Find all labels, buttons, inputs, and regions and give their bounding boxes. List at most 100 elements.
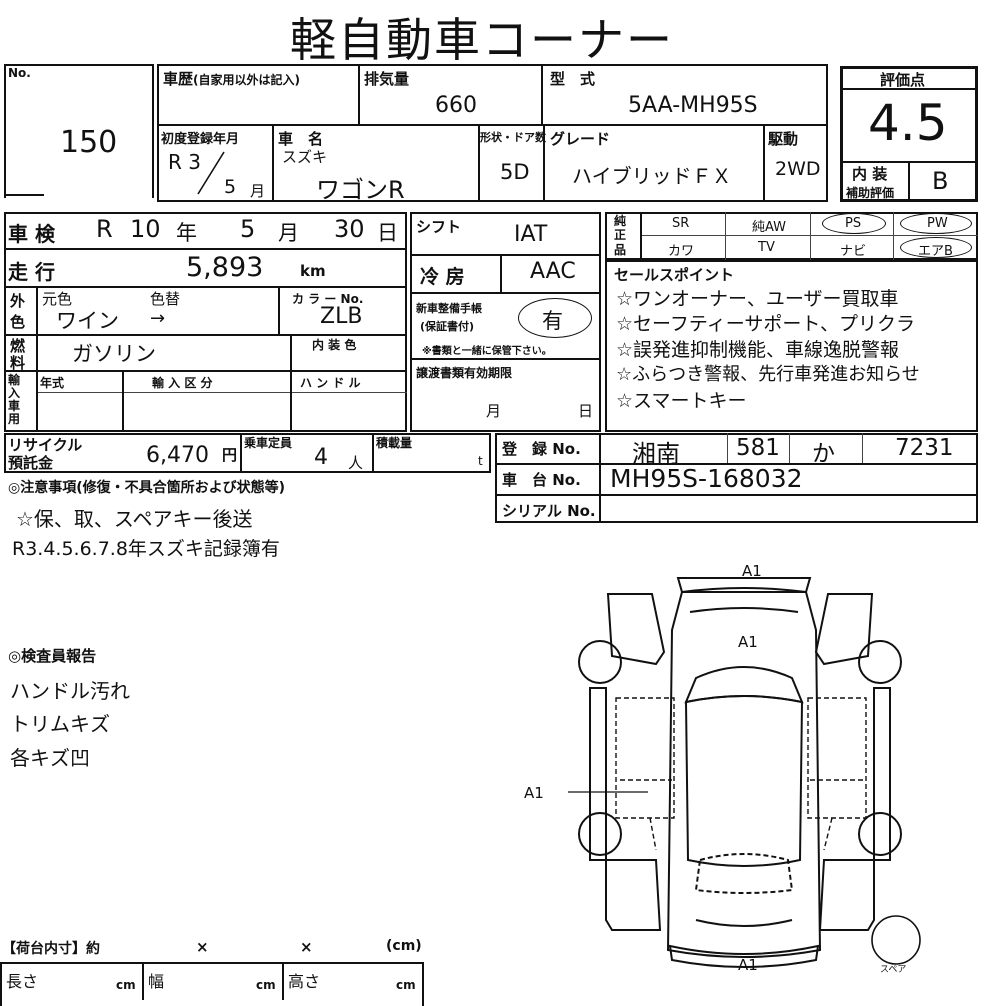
inspector-line: 各キズ凹: [10, 746, 90, 770]
warranty-circle: [518, 298, 592, 338]
first-registration-month: 5: [224, 176, 237, 198]
interior-score-label-2: 補助評価: [846, 186, 895, 200]
chassis-value: MH95S-168032: [610, 464, 803, 493]
registration-class: 581: [736, 435, 780, 461]
sales-points-block: [605, 260, 978, 432]
transfer-docs-day-unit: 日: [578, 402, 594, 420]
sales-point-item: ☆セーフティーサポート、プリクラ: [616, 313, 915, 335]
capacity-label: 乗車定員: [244, 436, 293, 450]
first-registration-month-unit: 月: [250, 182, 266, 200]
doors-label: 形状・ドア数: [480, 131, 546, 144]
inspection-day: 30: [334, 215, 365, 243]
inspection-block: [4, 212, 407, 432]
score-value: 4.5: [868, 94, 948, 152]
original-color-label: 元色: [42, 290, 73, 308]
color-number-label: カ ラ ー No.: [292, 292, 364, 306]
serial-label: シリアル No.: [502, 502, 596, 520]
sales-point-item: ☆スマートキー: [616, 390, 747, 412]
color-change-arrow: →: [150, 308, 166, 329]
equipment-leather: カワ: [668, 244, 695, 259]
equipment-label-3: 品: [614, 243, 627, 257]
equipment-ps-circle: [822, 213, 886, 234]
recycle-block: [4, 433, 491, 473]
displacement-label: 排気量: [364, 70, 410, 88]
doors-value: 5D: [500, 160, 530, 184]
sales-point-item: ☆誤発進抑制機能、車線逸脱警報: [616, 339, 900, 361]
warranty-value: 有: [542, 309, 563, 333]
inspection-year-unit: 年: [176, 221, 197, 245]
inspector-line: ハンドル汚れ: [10, 679, 130, 703]
sales-point-item: ☆ふらつき警報、先行車発進お知らせ: [616, 364, 920, 385]
fuel-label-1: 燃: [10, 337, 26, 355]
registration-kana: か: [812, 441, 835, 467]
drive-label: 駆動: [768, 130, 799, 148]
car-damage-diagram: [568, 577, 921, 968]
registration-number: 7231: [895, 435, 954, 461]
interior-score-label-1: 内 装: [852, 165, 888, 183]
inspection-era: R: [96, 215, 113, 243]
warranty-label-1: 新車整備手帳: [416, 302, 482, 315]
lot-value: 150: [60, 125, 118, 160]
equipment-block: [605, 212, 978, 260]
cargo-table: [0, 962, 424, 1006]
note-line: ☆保、取、スペアキー後送: [16, 507, 253, 531]
import-handle-label: ハ ン ド ル: [300, 376, 361, 390]
page-title: 軽自動車コーナー: [290, 13, 674, 67]
model-code-label: 型 式: [550, 70, 596, 88]
capacity-unit: 人: [348, 454, 364, 472]
cargo-height-cm: cm: [396, 978, 416, 992]
vehicle-info-upper: [157, 64, 828, 202]
shift-block: [410, 212, 601, 432]
recycle-value: 6,470: [146, 443, 209, 468]
mileage-label: 走 行: [8, 260, 55, 284]
damage-mark-hood: A1: [738, 633, 758, 651]
equipment-alloy-wheels: 純AW: [752, 220, 787, 235]
cargo-length-cm: cm: [116, 978, 136, 992]
score-label: 評価点: [880, 71, 926, 89]
first-registration-era: R 3: [168, 150, 201, 174]
exterior-color-label-2: 色: [10, 313, 26, 331]
equipment-label-1: 純: [614, 214, 627, 228]
capacity-value: 4: [314, 445, 328, 470]
equipment-ps: PS: [845, 216, 862, 231]
equipment-pw-circle: [900, 213, 972, 234]
grade-label: グレード: [550, 130, 611, 148]
import-category-label: 輸 入 区 分: [152, 376, 213, 390]
transfer-docs-month-unit: 月: [486, 402, 502, 420]
registration-label: 登 録 No.: [502, 440, 581, 458]
interior-color-label: 内 装 色: [312, 338, 357, 352]
inspector-line: トリムキズ: [10, 712, 110, 736]
equipment-airbag: エアB: [918, 244, 953, 259]
equipment-navi: ナビ: [840, 244, 867, 259]
first-registration-label: 初度登録年月: [161, 132, 240, 147]
color-number-value: ZLB: [320, 304, 363, 329]
cargo-length-label: 長さ: [6, 972, 39, 991]
inspection-day-unit: 日: [377, 221, 398, 245]
shift-label: シフト: [416, 218, 462, 236]
cargo-width-cm: cm: [256, 978, 276, 992]
equipment-label-2: 正: [614, 228, 627, 242]
chassis-label: 車 台 No.: [502, 471, 581, 489]
car-name-value: ワゴンR: [316, 176, 405, 204]
registration-block: [495, 433, 978, 523]
spare-label: スペア: [880, 965, 907, 975]
mileage-unit: km: [300, 262, 326, 280]
notes-label: ◎注意事項(修復・不具合箇所および状態等): [8, 480, 286, 496]
fuel-label-2: 料: [10, 354, 26, 372]
model-code-value: 5AA-MH95S: [628, 93, 758, 118]
damage-mark-left: A1: [524, 784, 544, 802]
import-label: 輸入車用: [8, 373, 21, 426]
load-unit: t: [478, 454, 483, 468]
recycle-label-2: 預託金: [8, 454, 54, 472]
note-line: R3.4.5.6.7.8年スズキ記録簿有: [12, 538, 280, 560]
ac-value: AAC: [530, 259, 576, 284]
shift-value: IAT: [514, 222, 548, 247]
car-maker: スズキ: [282, 148, 328, 166]
fuel-value: ガソリン: [72, 342, 156, 366]
registration-area: 湘南: [632, 440, 680, 468]
equipment-sr: SR: [672, 216, 690, 231]
cargo-unit: (cm): [386, 938, 422, 954]
grade-value: ハイブリッドＦＸ: [572, 164, 732, 188]
inspector-label: ◎検査員報告: [8, 647, 97, 665]
history-label: 車歴(自家用以外は記入): [163, 70, 300, 88]
